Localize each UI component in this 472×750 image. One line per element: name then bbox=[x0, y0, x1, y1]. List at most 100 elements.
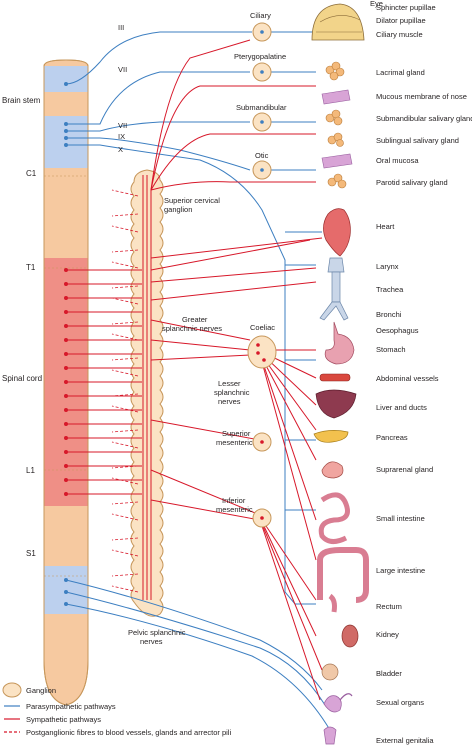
postganglionic-dashed-fiber bbox=[111, 225, 139, 233]
greater-splanchnic-label-2: splanchnic nerves bbox=[162, 324, 222, 333]
stomach-illustration bbox=[324, 321, 355, 365]
legend: Ganglion Parasympathetic pathways Sympat… bbox=[2, 682, 231, 737]
bronchi-label: Bronchi bbox=[376, 310, 402, 319]
superior-cervical-label-1: Superior cervical bbox=[164, 196, 220, 205]
ciliary-muscle-label: Ciliary muscle bbox=[376, 30, 423, 39]
trachea-label: Trachea bbox=[376, 285, 404, 294]
postganglionic-dashed-fiber bbox=[111, 297, 139, 305]
postganglionic-dashed-fiber bbox=[111, 285, 139, 289]
nerve-x-label: X bbox=[118, 145, 123, 154]
pancreas-illustration bbox=[313, 430, 349, 443]
bladder-label: Bladder bbox=[376, 669, 402, 678]
sympathetic-pathways bbox=[150, 39, 323, 701]
lesser-splanchnic-label-1: Lesser bbox=[218, 379, 241, 388]
postganglionic-dashed-fiber bbox=[111, 477, 139, 485]
pancreas-label: Pancreas bbox=[376, 433, 408, 442]
postganglionic-dashed-fiber bbox=[111, 465, 139, 469]
l1-label: L1 bbox=[26, 466, 35, 475]
pelvic-splanchnic-label-2: nerves bbox=[140, 637, 163, 646]
legend-sympathetic-label: Sympathetic pathways bbox=[26, 715, 101, 724]
s1-label: S1 bbox=[26, 549, 36, 558]
postganglionic-dashed-fibers bbox=[111, 189, 139, 593]
lesser-splanchnic-label-2: splanchnic bbox=[214, 388, 250, 397]
ciliary-label: Ciliary bbox=[250, 11, 271, 20]
small-intestine-label: Small intestine bbox=[376, 514, 425, 523]
oral-mucosa-label: Oral mucosa bbox=[376, 156, 419, 165]
submandibular-ganglion bbox=[252, 112, 272, 132]
greater-splanchnic-label-1: Greater bbox=[182, 315, 208, 324]
submandibular-gland-illustration bbox=[325, 109, 343, 126]
abdominal-vessels-illustration bbox=[319, 373, 351, 382]
suprarenal-illustration bbox=[321, 461, 344, 479]
heart-illustration bbox=[323, 208, 351, 257]
postganglionic-dashed-fiber bbox=[111, 333, 139, 341]
eye-label: Eye bbox=[370, 0, 383, 8]
otic-ganglion bbox=[252, 160, 272, 180]
preganglionic-sympathetic-fibers bbox=[66, 269, 142, 495]
brain-stem-label: Brain stem bbox=[2, 96, 41, 105]
postganglionic-dashed-fiber bbox=[111, 441, 139, 449]
sublingual-gland-illustration bbox=[327, 132, 344, 147]
postganglionic-dashed-fiber bbox=[111, 261, 139, 269]
legend-parasympathetic-label: Parasympathetic pathways bbox=[26, 702, 116, 711]
rectum-illustration bbox=[328, 593, 337, 613]
oral-mucosa-illustration bbox=[321, 153, 353, 169]
liver-illustration bbox=[315, 389, 357, 419]
organ-illustrations bbox=[311, 3, 369, 745]
heart-label: Heart bbox=[376, 222, 395, 231]
postganglionic-dashed-fiber bbox=[111, 357, 139, 361]
postganglionic-dashed-fiber bbox=[111, 321, 139, 325]
airway-illustration bbox=[319, 257, 349, 321]
legend-postganglionic-label: Postganglionic fibres to blood vessels, … bbox=[26, 728, 231, 737]
nose-mucosa-illustration bbox=[321, 89, 351, 105]
postganglionic-dashed-fiber bbox=[111, 429, 139, 433]
nerve-ix-label: IX bbox=[118, 132, 125, 141]
external-genitalia-illustration bbox=[323, 726, 337, 745]
rectum-label: Rectum bbox=[376, 602, 402, 611]
postganglionic-dashed-fiber bbox=[111, 405, 139, 413]
external-genitalia-label: External genitalia bbox=[376, 736, 434, 745]
stomach-label: Stomach bbox=[376, 345, 406, 354]
bladder-illustration bbox=[321, 663, 339, 681]
postganglionic-dashed-fiber bbox=[111, 249, 139, 253]
otic-label: Otic bbox=[255, 151, 269, 160]
legend-ganglion-swatch bbox=[2, 682, 22, 698]
postganglionic-dashed-fiber bbox=[111, 537, 139, 541]
nerve-vii-label: VII bbox=[118, 121, 127, 130]
postganglionic-dashed-fiber bbox=[111, 513, 139, 521]
postganglionic-dashed-fiber bbox=[111, 393, 139, 397]
inferior-mesenteric-ganglion bbox=[252, 508, 272, 528]
lacrimal-gland-illustration bbox=[325, 61, 345, 81]
abdominal-vessels-label: Abdominal vessels bbox=[376, 374, 439, 383]
nose-mucosa-label: Mucous membrane of nose bbox=[376, 92, 467, 101]
sexual-organs-label: Sexual organs bbox=[376, 698, 424, 707]
postganglionic-dashed-fiber bbox=[111, 501, 139, 505]
t1-label: T1 bbox=[26, 263, 36, 272]
sympathetic-chain bbox=[130, 169, 164, 617]
inferior-mesenteric-label-2: mesenteric bbox=[216, 505, 253, 514]
postganglionic-dashed-fiber bbox=[111, 573, 139, 577]
lacrimal-gland-label: Lacrimal gland bbox=[376, 68, 425, 77]
spinal-cord-label: Spinal cord bbox=[2, 374, 42, 383]
superior-mesenteric-ganglion bbox=[252, 432, 272, 452]
sublingual-salivary-label: Sublingual salivary gland bbox=[376, 136, 459, 145]
pelvic-splanchnic-label-1: Pelvic splanchnic bbox=[128, 628, 186, 637]
parotid-salivary-label: Parotid salivary gland bbox=[376, 178, 448, 187]
kidney-illustration bbox=[341, 624, 359, 648]
sphincter-pupillae-label: Sphincter pupillae bbox=[376, 3, 436, 12]
liver-ducts-label: Liver and ducts bbox=[376, 403, 427, 412]
postganglionic-dashed-fiber bbox=[111, 369, 139, 377]
large-intestine-label: Large intestine bbox=[376, 566, 425, 575]
kidney-label: Kidney bbox=[376, 630, 399, 639]
superior-mesenteric-label-1: Superior bbox=[222, 429, 251, 438]
nerve-vii-top-label: VII bbox=[118, 65, 127, 74]
postganglionic-dashed-fiber bbox=[111, 189, 139, 197]
postganglionic-dashed-fiber bbox=[111, 213, 139, 217]
pterygopalatine-ganglion bbox=[252, 62, 272, 82]
ciliary-ganglion bbox=[252, 22, 272, 42]
parotid-gland-illustration bbox=[327, 173, 347, 189]
postganglionic-dashed-fiber bbox=[111, 585, 139, 593]
superior-mesenteric-label-2: mesenteric bbox=[216, 438, 253, 447]
